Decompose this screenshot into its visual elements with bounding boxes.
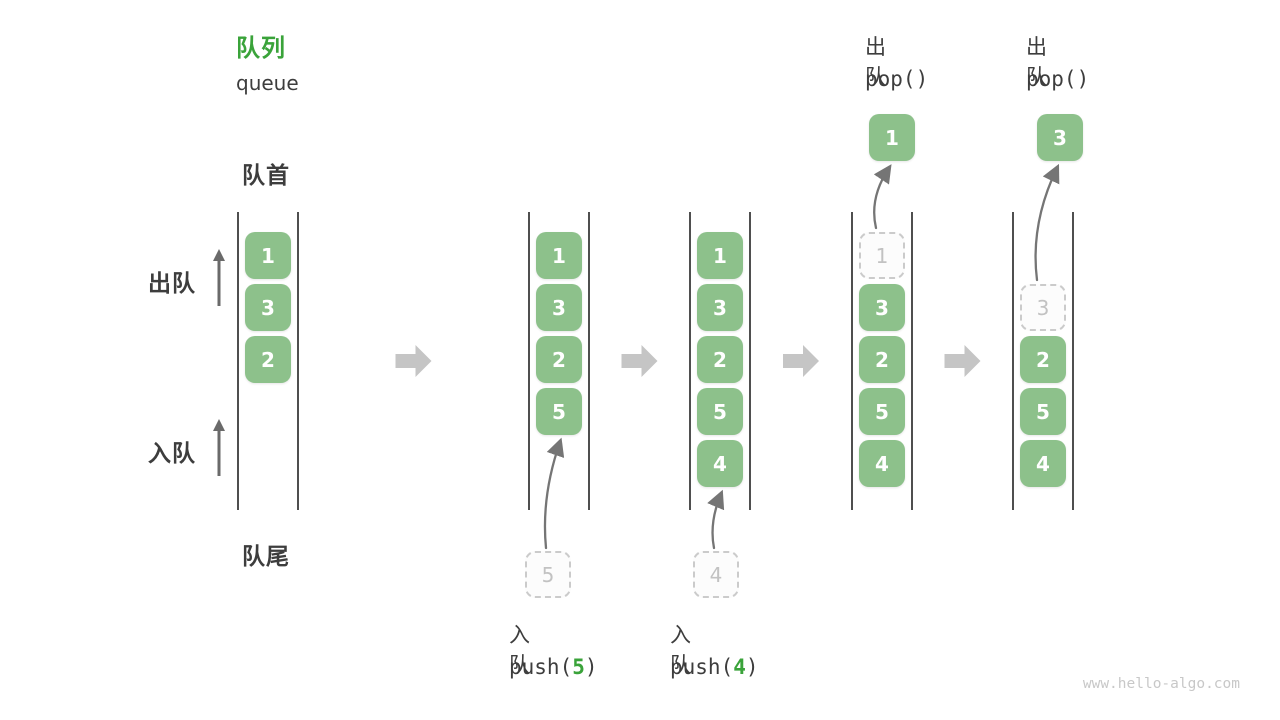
queue-box: 5 xyxy=(536,388,582,435)
enqueue-arrow xyxy=(543,437,565,550)
enqueue-code: push(4) xyxy=(670,655,759,679)
enqueue-direction-arrow xyxy=(213,419,225,476)
queue-wall-right xyxy=(749,212,751,510)
dequeue-code: pop() xyxy=(865,67,929,91)
transition-arrow-1 xyxy=(395,345,432,377)
popped-box: 1 xyxy=(869,114,915,161)
transition-arrow-3 xyxy=(783,345,819,377)
dequeue-arrow xyxy=(873,164,892,230)
enqueue-label: 入队 xyxy=(670,623,692,677)
queue-box: 3 xyxy=(697,284,743,331)
queue-box: 4 xyxy=(1020,440,1066,487)
diagram-title-cn: 队列 xyxy=(236,34,286,62)
queue-wall-left xyxy=(237,212,239,510)
label-queue-rear: 队尾 xyxy=(242,544,290,570)
enqueue-label: 入队 xyxy=(509,623,531,677)
queue-wall-left xyxy=(528,212,530,510)
transition-arrow-2 xyxy=(621,345,658,377)
label-enqueue-side: 入队 xyxy=(148,441,196,467)
queue-box: 5 xyxy=(859,388,905,435)
queue-box: 4 xyxy=(697,440,743,487)
queue-box: 2 xyxy=(536,336,582,383)
queue-wall-left xyxy=(851,212,853,510)
queue-box: 4 xyxy=(859,440,905,487)
queue-box: 1 xyxy=(245,232,291,279)
queue-box: 1 xyxy=(697,232,743,279)
dequeue-label: 出队 xyxy=(865,35,887,89)
staged-box: 5 xyxy=(525,551,571,598)
queue-wall-left xyxy=(689,212,691,510)
queue-wall-right xyxy=(297,212,299,510)
ghost-box: 1 xyxy=(859,232,905,279)
dequeue-label: 出队 xyxy=(1026,35,1048,89)
queue-box: 2 xyxy=(1020,336,1066,383)
queue-box: 5 xyxy=(697,388,743,435)
popped-box: 3 xyxy=(1037,114,1083,161)
queue-wall-right xyxy=(588,212,590,510)
staged-box: 4 xyxy=(693,551,739,598)
queue-box: 3 xyxy=(859,284,905,331)
queue-box: 1 xyxy=(536,232,582,279)
label-queue-front: 队首 xyxy=(242,163,290,189)
dequeue-direction-arrow xyxy=(213,249,225,306)
diagram-title-en: queue xyxy=(236,71,299,95)
watermark: www.hello-algo.com xyxy=(1082,676,1240,692)
enqueue-code: push(5) xyxy=(509,655,598,679)
dequeue-arrow xyxy=(1034,163,1060,282)
transition-arrow-4 xyxy=(944,345,981,377)
label-dequeue-side: 出队 xyxy=(148,271,196,297)
queue-wall-right xyxy=(911,212,913,510)
dequeue-code: pop() xyxy=(1026,67,1090,91)
queue-box: 2 xyxy=(697,336,743,383)
queue-wall-left xyxy=(1012,212,1014,510)
queue-box: 3 xyxy=(245,284,291,331)
enqueue-arrow xyxy=(707,489,725,550)
queue-box: 2 xyxy=(245,336,291,383)
queue-box: 5 xyxy=(1020,388,1066,435)
ghost-box: 3 xyxy=(1020,284,1066,331)
queue-box: 3 xyxy=(536,284,582,331)
queue-box: 2 xyxy=(859,336,905,383)
queue-wall-right xyxy=(1072,212,1074,510)
